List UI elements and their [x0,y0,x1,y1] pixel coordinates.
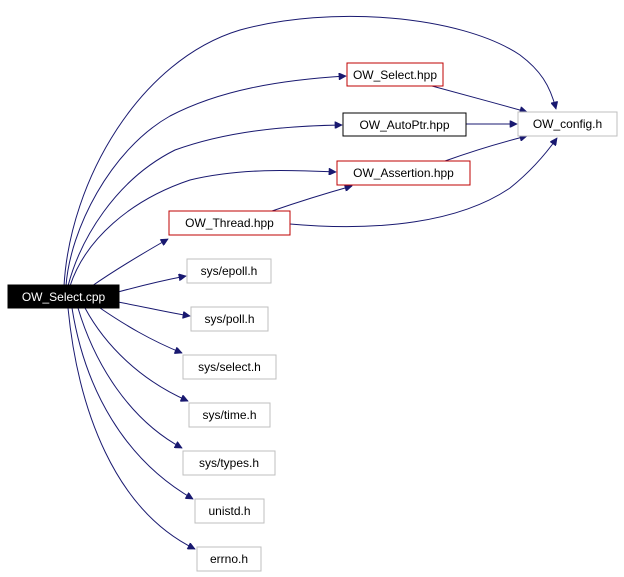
edge-assertion-hpp-to-config-h [444,136,527,162]
nodes: OW_Select.cpp OW_Select.hpp OW_AutoPtr.h… [7,62,618,572]
node-box [342,112,467,137]
edge-cpp-to-select-h [99,307,182,353]
edge-select-hpp-to-config-h [431,85,527,112]
node-sys-select-h[interactable]: sys/select.h [182,354,277,380]
node-label: OW_config.h [533,117,602,131]
node-unistd-h[interactable]: unistd.h [194,498,265,524]
edge-cpp-to-poll-h [117,301,190,316]
node-box [196,546,262,572]
node-box [168,210,291,236]
node-label: sys/epoll.h [201,264,258,278]
edge-cpp-to-epoll-h [117,276,186,293]
edge-thread-hpp-to-assertion-hpp [271,186,352,212]
edge-cpp-to-time-h [84,307,188,401]
node-ow-select-hpp[interactable]: OW_Select.hpp [346,62,444,87]
edge-thread-hpp-to-config-h [289,138,557,228]
node-ow-thread-hpp[interactable]: OW_Thread.hpp [168,210,291,236]
node-sys-types-h[interactable]: sys/types.h [182,450,276,476]
edge-cpp-to-select-hpp [65,76,346,287]
node-box [194,498,265,524]
node-label: sys/types.h [199,456,259,470]
node-label: sys/select.h [198,360,261,374]
node-box [336,160,471,186]
node-label: sys/poll.h [204,312,254,326]
node-sys-poll-h[interactable]: sys/poll.h [190,306,269,332]
node-ow-autoptr-hpp[interactable]: OW_AutoPtr.hpp [342,112,467,137]
node-label: unistd.h [208,504,250,518]
node-label: OW_AutoPtr.hpp [359,118,449,132]
node-box [186,258,272,284]
node-sys-epoll-h[interactable]: sys/epoll.h [186,258,272,284]
node-label: OW_Select.cpp [22,290,106,304]
node-box [182,354,277,380]
node-box [517,111,618,137]
node-box [7,284,120,309]
node-errno-h[interactable]: errno.h [196,546,262,572]
edges [63,15,557,550]
node-box [190,306,269,332]
node-label: OW_Thread.hpp [185,216,274,230]
node-label: sys/time.h [202,408,256,422]
node-box [182,450,276,476]
edge-cpp-to-errno-h [67,307,195,550]
edge-cpp-to-config-h [63,15,556,287]
node-label: OW_Select.hpp [353,68,437,82]
edge-cpp-to-assertion-hpp [69,170,336,287]
node-label: OW_Assertion.hpp [353,166,454,180]
edge-cpp-to-unistd-h [71,307,193,500]
node-ow-config-h[interactable]: OW_config.h [517,111,618,137]
node-sys-time-h[interactable]: sys/time.h [188,402,271,428]
node-ow-select-cpp[interactable]: OW_Select.cpp [7,284,120,309]
node-box [188,402,271,428]
node-ow-assertion-hpp[interactable]: OW_Assertion.hpp [336,160,471,186]
edge-cpp-to-autoptr-hpp [67,125,342,287]
node-box [346,62,444,87]
edge-cpp-to-thread-hpp [91,238,168,287]
edge-cpp-to-types-h [77,307,182,449]
node-label: errno.h [210,552,248,566]
